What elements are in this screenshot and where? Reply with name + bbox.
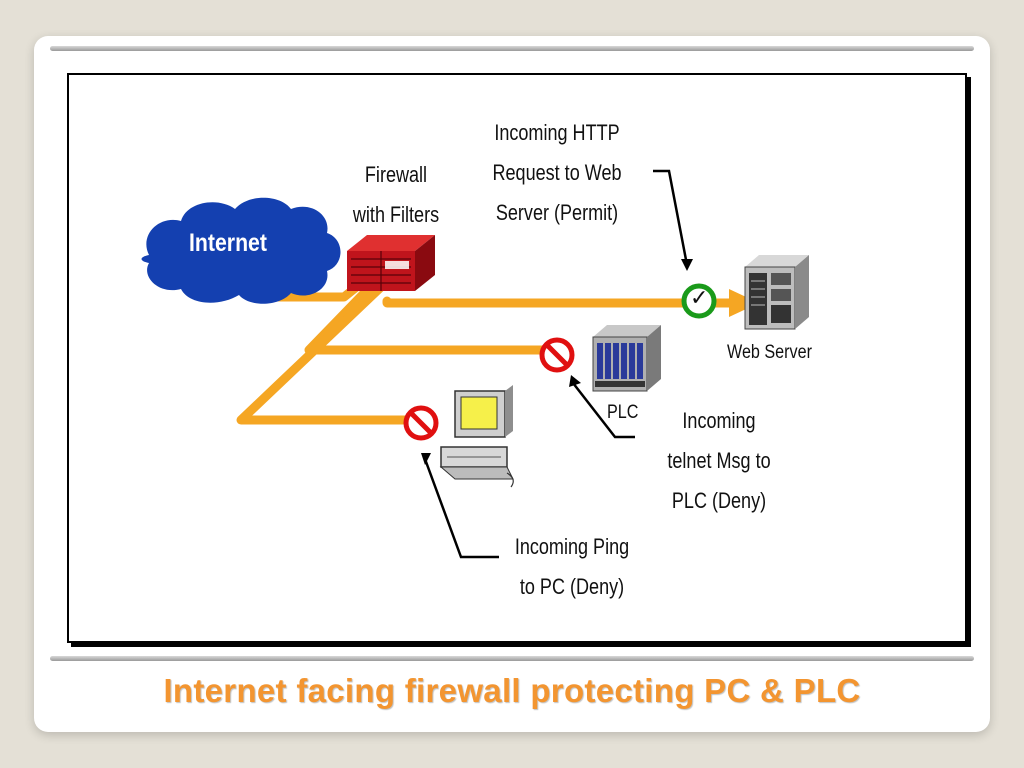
firewall-label: Firewall with Filters [352, 162, 440, 227]
slide-caption: Internet facing firewall protecting PC &… [163, 672, 861, 709]
leader-lines [423, 169, 689, 559]
permit-check-icon: ✓ [690, 286, 709, 311]
pc-icon [439, 385, 514, 488]
internet-label: Internet [189, 229, 267, 257]
ping-label: Incoming Ping to PC (Deny) [514, 534, 630, 599]
plc-icon [592, 325, 661, 392]
firewall-icon [347, 235, 435, 291]
http-arrowhead [729, 289, 759, 317]
diagram-canvas [141, 169, 809, 559]
ping-leader [423, 458, 499, 559]
internet-cloud [141, 197, 341, 304]
http-path [382, 296, 734, 308]
telnet-leader [572, 382, 635, 439]
http-request-label: Incoming HTTP Request to Web Server (Per… [492, 120, 622, 225]
web-server-icon [744, 255, 809, 330]
ping-path [236, 282, 419, 425]
bottom-divider [50, 656, 974, 661]
deny-marker-pc [403, 405, 439, 441]
plc-label: PLC [607, 402, 639, 423]
permit-marker [681, 283, 717, 319]
telnet-label: Incoming telnet Msg to PLC (Deny) [667, 408, 771, 513]
top-divider [50, 46, 974, 51]
deny-marker-plc [539, 337, 575, 373]
web-server-label: Web Server [727, 342, 812, 363]
http-leader [653, 169, 689, 266]
firewall-diagram: ✓ Internet Firewall with Filters Incomin… [67, 73, 967, 643]
